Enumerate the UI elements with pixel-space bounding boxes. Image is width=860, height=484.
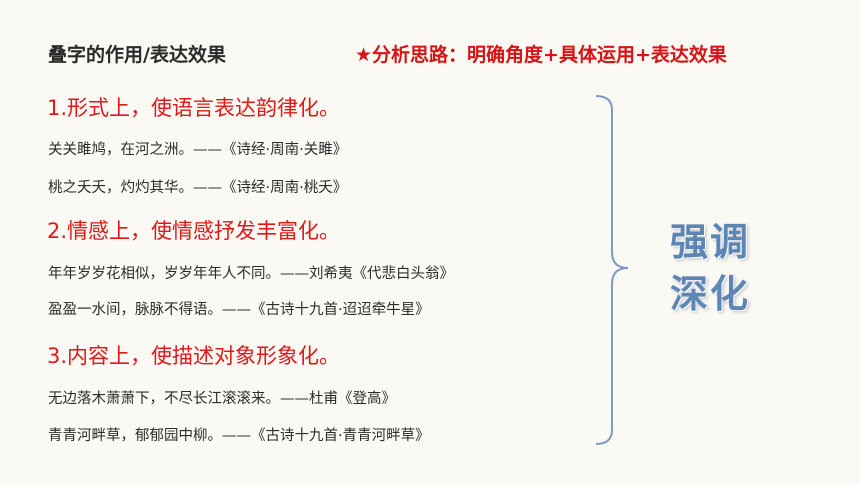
point-3-heading: 3.内容上，使描述对象形象化。	[47, 344, 341, 368]
point-2-quote-2: 盈盈一水间，脉脉不得语。——《古诗十九首·迢迢牵牛星》	[48, 302, 430, 318]
point-3-quote-2: 青青河畔草，郁郁园中柳。——《古诗十九首·青青河畔草》	[48, 428, 430, 444]
result-line-1: 强调	[670, 220, 751, 264]
result-line-2: 深化	[670, 272, 751, 316]
slide-title: 叠字的作用/表达效果	[48, 44, 226, 66]
result-label: 强调 深化	[670, 216, 770, 320]
point-1-quote-1: 关关雎鸠，在河之洲。——《诗经·周南·关雎》	[48, 142, 348, 158]
point-2-heading: 2.情感上，使情感抒发丰富化。	[47, 219, 341, 243]
brace-path	[595, 95, 629, 445]
point-3-quote-1: 无边落木萧萧下，不尽长江滚滚来。——杜甫《登高》	[48, 391, 396, 407]
point-2-quote-1: 年年岁岁花相似，岁岁年年人不同。——刘希夷《代悲白头翁》	[48, 266, 454, 282]
point-1-quote-2: 桃之夭夭，灼灼其华。——《诗经·周南·桃夭》	[48, 180, 348, 196]
point-1-heading: 1.形式上，使语言表达韵律化。	[47, 96, 341, 120]
analysis-approach: ★分析思路：明确角度+具体运用+表达效果	[355, 44, 727, 66]
